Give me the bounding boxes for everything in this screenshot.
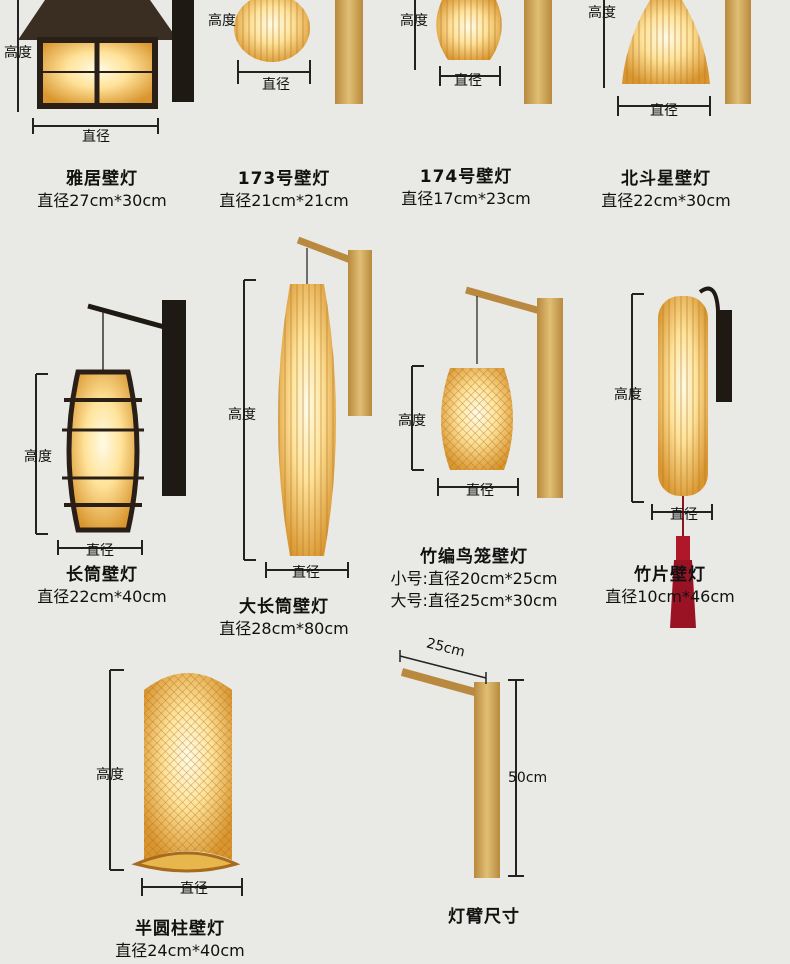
product-size: 直径22cm*40cm [37,587,167,606]
product-size: 直径27cm*30cm [37,191,167,210]
product-size: 直径17cm*23cm [401,189,531,208]
product-name: 长筒壁灯 [66,565,138,585]
height-label: 高度 [400,13,428,29]
caption-changtong: 长筒壁灯 直径22cm*40cm [2,564,202,608]
lamp-arm-diagram [399,650,524,878]
diameter-label: 直径 [454,73,482,89]
product-size: 直径22cm*30cm [601,191,731,210]
diameter-label: 直径 [86,543,114,559]
lamp-changtong [35,300,186,555]
product-name: 竹片壁灯 [634,565,706,585]
product-size: 直径24cm*40cm [115,941,245,960]
product-name: 半圆柱壁灯 [135,919,225,939]
lamp-banyuanzhu [109,669,243,896]
arm-title: 灯臂尺寸 [448,907,520,927]
product-name: 竹编鸟笼壁灯 [420,547,528,567]
caption-174: 174号壁灯 直径17cm*23cm [366,166,566,210]
height-label: 高度 [24,449,52,465]
diameter-label: 直径 [262,77,290,93]
height-label: 高度 [208,13,236,29]
height-label: 高度 [4,45,32,61]
caption-banyuanzhu: 半圆柱壁灯 直径24cm*40cm [80,918,280,962]
product-size: 直径21cm*21cm [219,191,349,210]
caption-173: 173号壁灯 直径21cm*21cm [184,168,384,212]
product-size-small: 小号:直径20cm*25cm [390,569,558,588]
product-name: 北斗星壁灯 [621,169,711,189]
diameter-label: 直径 [670,507,698,523]
caption-niaolong: 竹编鸟笼壁灯 小号:直径20cm*25cm 大号:直径25cm*30cm [374,546,574,612]
product-size-large: 大号:直径25cm*30cm [390,591,558,610]
lamp-173 [234,0,363,104]
diameter-label: 直径 [180,881,208,897]
lamp-beidouxing [603,0,751,116]
product-name: 大长筒壁灯 [239,597,329,617]
caption-arm: 灯臂尺寸 [384,906,584,928]
lamp-174 [414,0,552,104]
product-size: 直径10cm*46cm [605,587,735,606]
lamp-yaju [17,0,194,134]
caption-beidouxing: 北斗星壁灯 直径22cm*30cm [566,168,766,212]
product-size: 直径28cm*80cm [219,619,349,638]
lamp-zhupian [631,286,732,628]
height-label: 高度 [398,413,426,429]
height-label: 高度 [228,407,256,423]
caption-zhupian: 竹片壁灯 直径10cm*46cm [570,564,770,608]
lamp-dachangtong [243,236,372,578]
product-name: 雅居壁灯 [66,169,138,189]
product-name: 174号壁灯 [419,167,513,187]
height-label: 高度 [614,387,642,403]
diameter-label: 直径 [650,103,678,119]
lamp-niaolong [411,286,563,498]
diameter-label: 直径 [82,129,110,145]
caption-dachangtong: 大长筒壁灯 直径28cm*80cm [184,596,384,640]
pole-height-label: 50cm [508,770,548,786]
product-name: 173号壁灯 [237,169,331,189]
diameter-label: 直径 [466,483,494,499]
height-label: 高度 [588,5,616,21]
diameter-label: 直径 [292,565,320,581]
height-label: 高度 [96,767,124,783]
caption-yaju: 雅居壁灯 直径27cm*30cm [2,168,202,212]
